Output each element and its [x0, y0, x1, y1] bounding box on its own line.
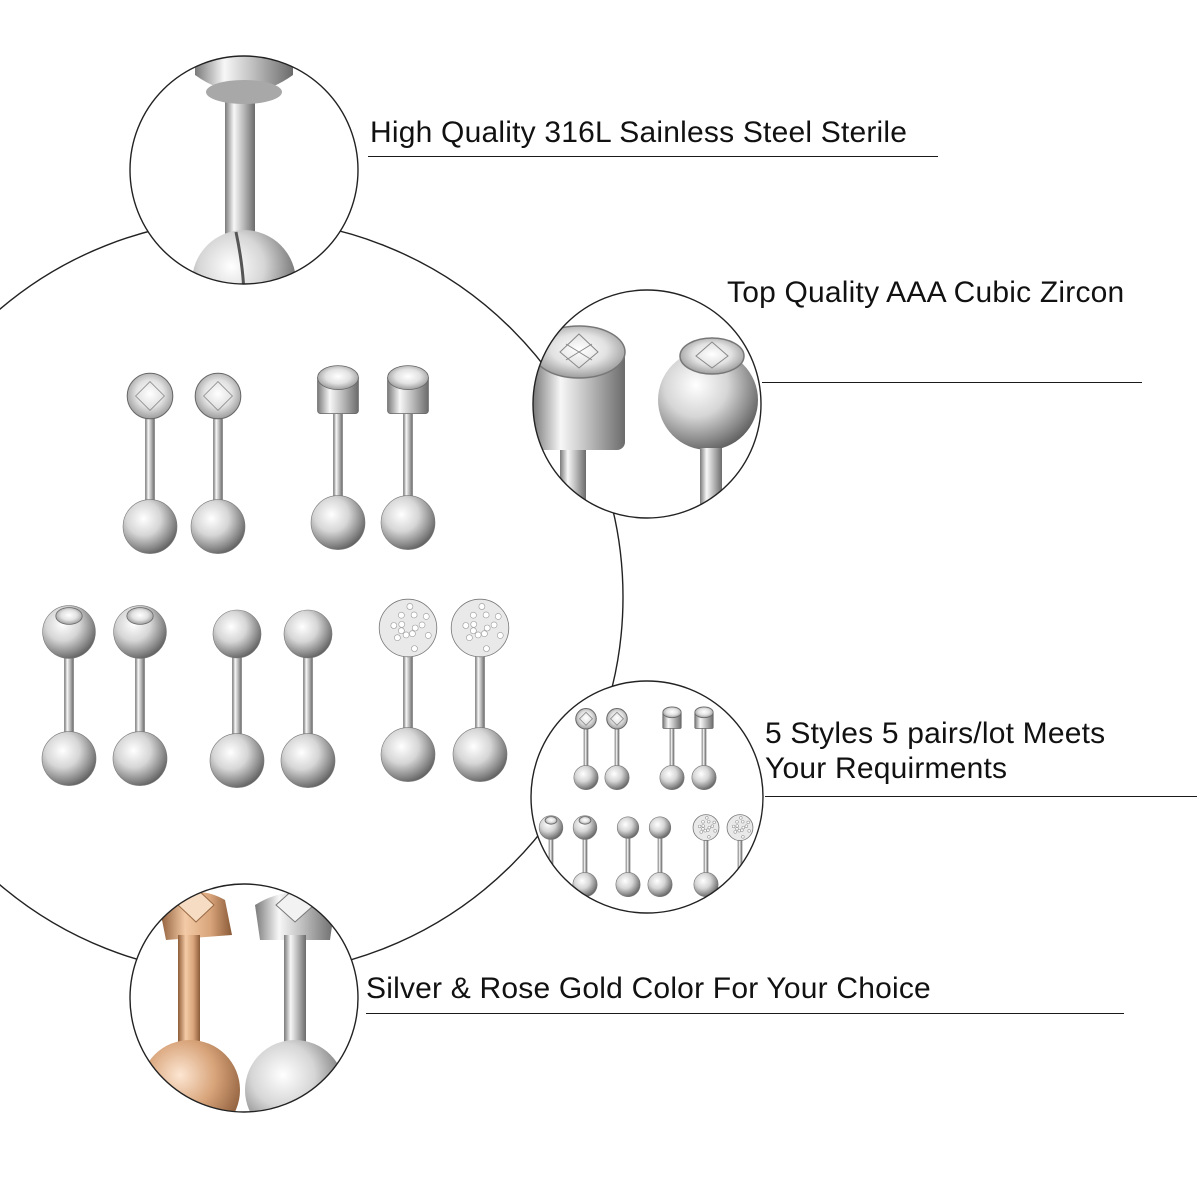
- main-circle-outline: [0, 218, 624, 976]
- earring-ball-top-cz-right: [112, 605, 168, 786]
- feature-styles-underline: [765, 796, 1197, 797]
- feature-styles-text-line2: Your Requirments: [765, 752, 1008, 785]
- earring-pave-ball-right: [450, 598, 510, 782]
- earring-sets-group: [41, 365, 510, 788]
- earring-bezel-set-cz-left: [310, 365, 366, 550]
- silver-rose-gold-closeup-image: [129, 883, 359, 1113]
- mini-earring-ball-top-cz-right: [572, 815, 598, 898]
- feature-styles-text-line1: 5 Styles 5 pairs/lot Meets: [765, 717, 1106, 750]
- earring-prong-set-cz-right: [190, 372, 246, 554]
- mini-earring-bezel-set-cz-left: [659, 706, 685, 791]
- feature-color-text: Silver & Rose Gold Color For Your Choice: [366, 972, 931, 1005]
- feature-zircon-underline: [762, 382, 1142, 383]
- five-styles-overview-image: [530, 680, 764, 914]
- earring-plain-ball-right: [280, 609, 336, 788]
- feature-zircon-text: Top Quality AAA Cubic Zircon: [727, 276, 1125, 309]
- steel-barbell-closeup-image: [129, 55, 359, 285]
- mini-earring-pave-ball-left: [692, 814, 720, 898]
- mini-earring-prong-set-cz-right: [604, 708, 630, 791]
- earring-pave-ball-left: [378, 598, 438, 782]
- earring-ball-top-cz-left: [41, 605, 97, 786]
- feature-color-underline: [366, 1013, 1124, 1014]
- mini-earring-plain-ball-right: [647, 816, 673, 898]
- feature-steel-underline: [368, 156, 938, 157]
- mini-earring-bezel-set-cz-right: [691, 706, 717, 791]
- feature-steel-text: High Quality 316L Sainless Steel Sterile: [370, 116, 908, 149]
- mini-earring-plain-ball-left: [615, 816, 641, 898]
- earring-prong-set-cz-left: [122, 372, 178, 554]
- mini-earring-prong-set-cz-left: [573, 708, 599, 791]
- earring-plain-ball-left: [209, 609, 265, 788]
- earring-bezel-set-cz-right: [380, 365, 436, 550]
- cubic-zircon-closeup-image: [532, 289, 762, 519]
